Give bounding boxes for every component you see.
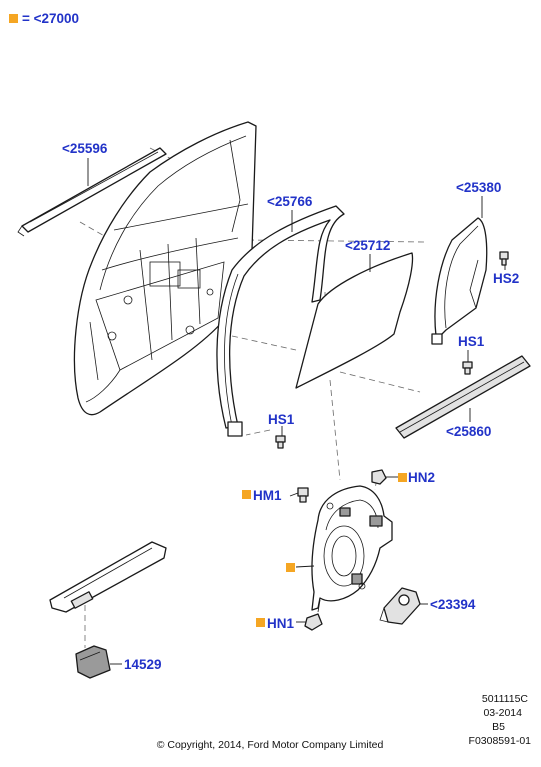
window-regulator [311, 485, 393, 613]
switch-trim-panel [49, 541, 167, 613]
marker-hn2 [398, 473, 407, 482]
footer-info: 5011115C 03-2014 B5 F0308591-01 © Copyri… [157, 693, 531, 751]
bolt-hm1 [297, 487, 309, 503]
callout-hs2: HS2 [493, 271, 519, 286]
callout-labels: <25596 <25766 <25712 <25380 HS2 HS1 HS1 … [62, 141, 519, 672]
outer-belt-weatherstrip-25860 [395, 355, 531, 439]
doc-date: 03-2014 [483, 707, 522, 719]
callout-hs1-left: HS1 [268, 412, 295, 427]
nut-hn2 [371, 469, 387, 485]
division-bar-25380 [431, 217, 488, 345]
callout-hs1-right: HS1 [458, 334, 485, 349]
marker-regulator [286, 563, 295, 572]
callout-hm1: HM1 [253, 488, 282, 503]
callout-hn1: HN1 [267, 616, 294, 631]
fasteners [275, 251, 509, 631]
screw-hs1-right [462, 361, 473, 375]
copyright: © Copyright, 2014, Ford Motor Company Li… [157, 739, 384, 751]
leader-lines [87, 158, 506, 665]
callout-hn2: HN2 [408, 470, 435, 485]
marker-hn1 [256, 618, 265, 627]
callout-25766: <25766 [267, 194, 313, 209]
callout-14529: 14529 [124, 657, 162, 672]
figure-id: F0308591-01 [469, 735, 532, 747]
legend-text: = <27000 [22, 11, 79, 26]
doc-rev: B5 [492, 721, 505, 733]
doc-code: 5011115C [482, 693, 529, 705]
legend: = <27000 [9, 11, 79, 26]
nut-hn1 [304, 613, 323, 631]
callout-25860: <25860 [446, 424, 491, 439]
callout-25596: <25596 [62, 141, 108, 156]
glass-run-channel-25766 [216, 205, 345, 437]
kit-markers [242, 473, 407, 627]
callout-23394: <23394 [430, 597, 476, 612]
clip-hs2 [499, 251, 509, 266]
door-inner-panel [73, 121, 257, 416]
window-motor-23394 [379, 587, 421, 625]
belt-weatherstrip-25596 [17, 147, 167, 237]
marker-hm1 [242, 490, 251, 499]
callout-25712: <25712 [345, 238, 390, 253]
window-glass-25712 [295, 252, 414, 389]
screw-hs1-left [275, 435, 286, 449]
legend-marker [9, 14, 18, 23]
window-switch-14529 [75, 645, 111, 679]
callout-25380: <25380 [456, 180, 501, 195]
